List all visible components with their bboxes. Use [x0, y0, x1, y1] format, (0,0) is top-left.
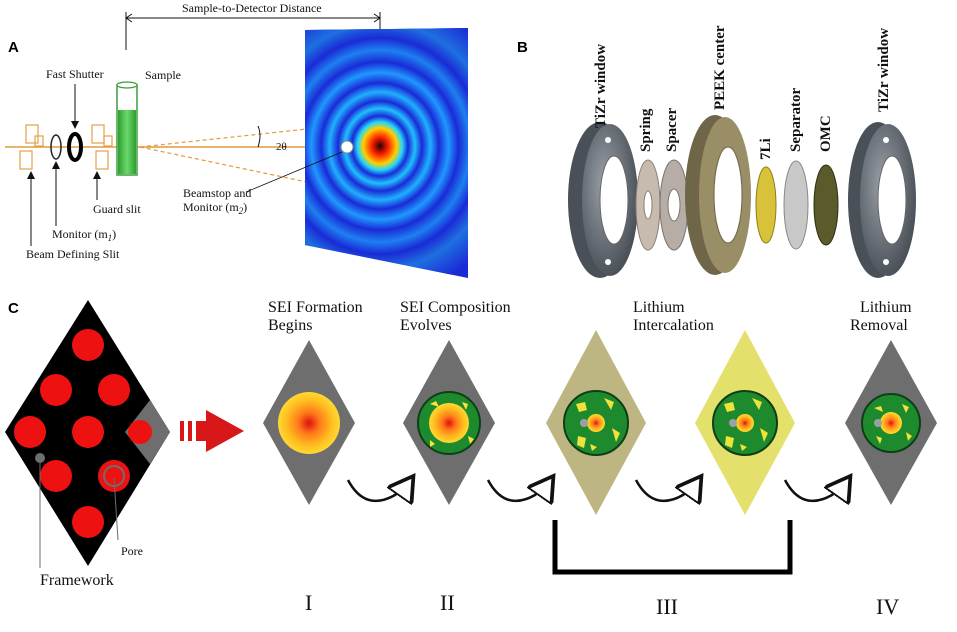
beam-defining-slit-label: Beam Defining Slit — [26, 247, 120, 261]
stage-3b-lithium-deposits — [724, 398, 768, 451]
stage-3b-particle — [736, 414, 754, 432]
stage-3-title-line1: Lithium — [633, 299, 685, 316]
spacer-disc — [659, 159, 689, 251]
stage-3a-lithium-deposits — [576, 398, 620, 451]
stage-4-fragments — [874, 404, 912, 444]
beamstop — [340, 140, 354, 154]
stage-2-title-line2: Evolves — [400, 317, 452, 334]
framework-diamond — [5, 300, 170, 566]
framework-particles — [14, 329, 152, 538]
stage-3: Lithium Intercalation III — [546, 299, 795, 619]
stage-2: SEI Composition Evolves II — [400, 299, 511, 615]
monitor-m1-label: Monitor (m1) — [52, 227, 116, 243]
detector — [305, 28, 468, 278]
two-theta-arc — [257, 125, 261, 148]
progression-arrow-4 — [783, 478, 849, 501]
fast-shutter-label: Fast Shutter — [46, 67, 104, 81]
monitor-m1 — [50, 134, 62, 160]
beamstop-pointer — [245, 151, 343, 193]
panel-c-letter: C — [8, 300, 19, 317]
label-tizr-window-right: TiZr window — [876, 28, 892, 112]
stage-3-numeral: III — [656, 594, 678, 619]
stage-1-title-line1: SEI Formation — [268, 299, 363, 316]
guard-slit-label: Guard slit — [93, 202, 141, 216]
distance-label: Sample-to-Detector Distance — [182, 1, 322, 15]
stage-2-numeral: II — [440, 590, 455, 615]
stage-1: SEI Formation Begins I — [263, 299, 363, 615]
progression-arrow-1 — [346, 478, 412, 501]
panel-a-letter: A — [8, 39, 19, 56]
stage-2-sei-fragments — [430, 401, 474, 447]
stage-2-title-line1: SEI Composition — [400, 299, 511, 316]
pore-pointer — [113, 477, 119, 541]
spring-disc — [635, 159, 661, 251]
stage-3-title-line2: Intercalation — [633, 317, 714, 334]
progression-arrow-3 — [634, 478, 700, 501]
panel-a: A Sample-to-Detector Distance — [5, 1, 468, 278]
label-separator: Separator — [788, 88, 804, 152]
label-peek-center: PEEK center — [712, 25, 728, 110]
panel-b: B — [517, 25, 916, 278]
stage-4-numeral: IV — [876, 594, 899, 619]
label-tizr-window-left: TiZr window — [593, 44, 609, 128]
beam-defining-slit — [19, 124, 44, 170]
pore-label: Pore — [121, 544, 143, 558]
stage-4-particle — [880, 412, 902, 434]
distance-arrowhead-right — [373, 13, 381, 23]
beamstop-label-line2: Monitor (m2) — [183, 200, 247, 216]
stage-3-bracket — [552, 520, 793, 575]
label-omc: OMC — [818, 115, 834, 152]
stage-1-title-line2: Begins — [268, 317, 312, 334]
scattered-beam-upper — [139, 121, 373, 148]
stage-4: Lithium Removal IV — [845, 299, 937, 619]
fast-shutter — [67, 132, 83, 162]
stage-1-particle — [278, 392, 340, 454]
lithium-disc — [755, 166, 777, 244]
panel-c: C Pore Framework — [5, 299, 937, 619]
distance-arrowhead-left — [125, 13, 133, 23]
label-spring: Spring — [638, 108, 654, 152]
peek-center — [685, 115, 751, 275]
label-spacer: Spacer — [664, 108, 680, 153]
sample-label: Sample — [145, 68, 181, 82]
guard-slit — [91, 124, 113, 170]
separator-disc — [783, 160, 809, 250]
framework-label: Framework — [40, 572, 114, 589]
diffraction-rings — [305, 28, 468, 278]
sample-tube — [116, 81, 138, 176]
omc-disc — [813, 164, 839, 246]
label-7li: 7Li — [758, 138, 774, 160]
two-theta-label: 2θ — [276, 141, 287, 153]
tizr-window-right — [848, 122, 916, 278]
stage-2-particle — [429, 403, 469, 443]
stage-1-numeral: I — [305, 590, 312, 615]
progression-arrow-2 — [486, 478, 552, 501]
transition-arrow — [180, 410, 244, 452]
stage-3a-particle — [587, 414, 605, 432]
beamstop-label-line1: Beamstop and — [183, 186, 251, 200]
stage-4-title-line2: Removal — [850, 317, 908, 334]
panel-b-letter: B — [517, 39, 528, 56]
stage-4-title-line1: Lithium — [860, 299, 912, 316]
tizr-window-left — [568, 122, 638, 278]
